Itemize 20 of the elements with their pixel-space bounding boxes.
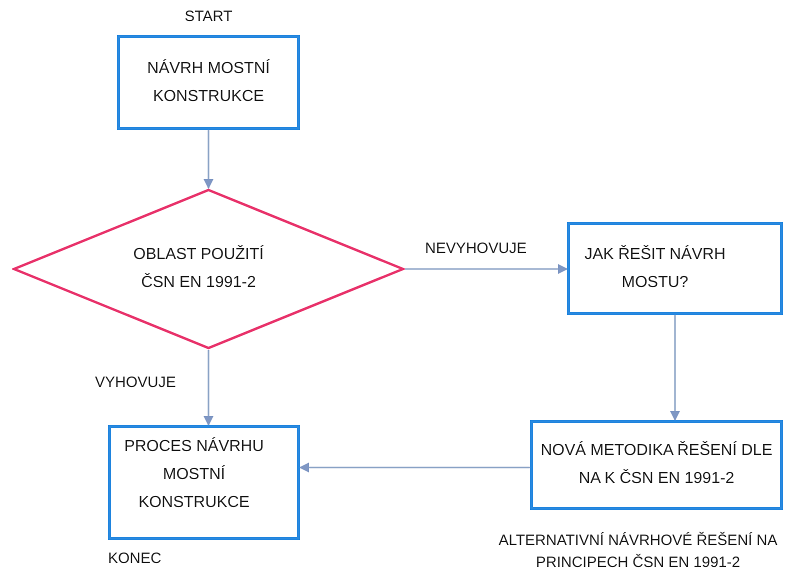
node-text: OBLAST POUŽITÍ ČSN EN 1991-2 <box>132 244 265 293</box>
node-caption: START <box>184 7 234 27</box>
edge-label: VYHOVUJE <box>95 374 176 391</box>
process-box <box>117 35 300 130</box>
node-caption: KONEC <box>108 549 162 569</box>
process-box <box>567 222 783 315</box>
arrow <box>204 350 214 426</box>
node-caption: ALTERNATIVNÍ NÁVRHOVÉ ŘEŠENÍ NA PRINCIPECH ČSN EN 1991-2 <box>498 530 778 573</box>
process-box <box>530 420 783 510</box>
decision-diamond <box>12 188 405 350</box>
arrow <box>405 264 568 274</box>
node-text: NÁVRH MOSTNÍ KONSTRUKCE <box>146 58 271 106</box>
arrow <box>204 130 214 189</box>
arrow <box>299 462 530 472</box>
node-text: JAK ŘEŠIT NÁVRH MOSTU? <box>583 244 727 292</box>
node-text: PROCES NÁVRHU MOSTNÍ KONSTRUKCE <box>123 436 265 512</box>
edge-label: NEVYHOVUJE <box>425 240 527 257</box>
arrow <box>670 315 680 421</box>
process-box <box>108 425 300 540</box>
node-text: NOVÁ METODIKA ŘEŠENÍ DLE NA K ČSN EN 1991-2 <box>540 440 774 489</box>
